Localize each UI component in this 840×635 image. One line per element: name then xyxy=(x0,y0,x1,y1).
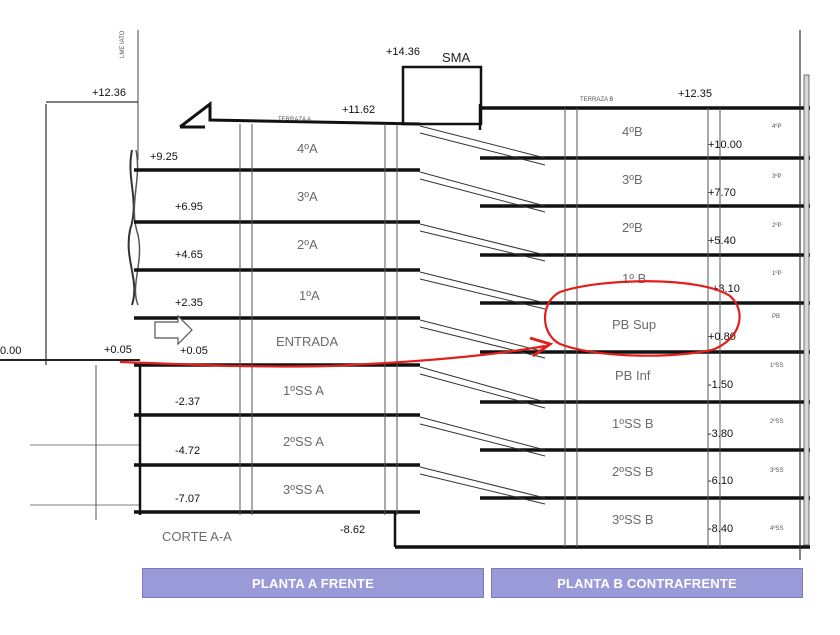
room-pb-inf: PB Inf xyxy=(615,368,651,383)
level-a-2ss: -4.72 xyxy=(175,445,200,457)
top-left-level: +12.36 xyxy=(92,87,126,99)
section-title: CORTE A-A xyxy=(162,529,232,544)
floor-tag-1ss: 1ºSS xyxy=(770,362,784,369)
level-a-1: +2.35 xyxy=(175,297,203,309)
level-a-3ss: -7.07 xyxy=(175,493,200,505)
room-2a: 2ºA xyxy=(297,237,318,252)
block-b-slabs xyxy=(395,106,810,549)
level-b-4: +10.00 xyxy=(708,139,742,151)
vertical-line-label: LME IATO xyxy=(120,30,126,58)
floor-tag-2ss: 2ºSS xyxy=(770,418,784,425)
level-b-1: +3.10 xyxy=(712,283,740,295)
floor-tag-3ss: 3ºSS xyxy=(770,467,784,474)
street-left-level: 0.00 xyxy=(0,345,21,357)
red-arrow-head xyxy=(529,336,554,358)
level-b-2: +5.40 xyxy=(708,235,736,247)
legend-planta-a-frente: PLANTA A FRENTE xyxy=(142,568,484,598)
room-4b: 4ºB xyxy=(622,124,643,139)
red-arrow-line xyxy=(119,344,546,368)
sma-tower xyxy=(401,65,483,126)
level-a-2: +4.65 xyxy=(175,249,203,261)
block-b-levels: +10.00 +7.70 +5.40 +3.10 +0.80 -1.50 -3.… xyxy=(708,139,742,535)
room-3ss-a: 3ºSS A xyxy=(283,482,324,497)
level-a-4: +9.25 xyxy=(150,151,178,163)
entry-arrow-icon xyxy=(154,314,193,346)
level-b-2ss: -6.10 xyxy=(708,475,733,487)
block-a-columns xyxy=(239,124,398,515)
room-entrada: ENTRADA xyxy=(276,334,338,349)
street-entry-level: +0.05 xyxy=(104,344,132,356)
sma-level: +14.36 xyxy=(386,46,420,58)
room-1ss-a: 1ºSS A xyxy=(283,383,324,398)
floor-tag-4p: 4ºP xyxy=(772,123,782,130)
sma-label: SMA xyxy=(442,50,471,65)
facade-vegetation xyxy=(127,149,141,306)
room-1a: 1ºA xyxy=(299,288,320,303)
red-highlight-ellipse xyxy=(544,280,741,357)
floor-tag-2p: 2ºP xyxy=(772,222,782,229)
room-4a: 4ºA xyxy=(297,141,318,156)
level-b-3: +7.70 xyxy=(708,187,736,199)
right-facade-wall xyxy=(803,74,810,546)
floor-tag-4ss: 4ºSS xyxy=(770,525,784,532)
level-b-1ss: -3.80 xyxy=(708,428,733,440)
terraza-b-level: +12.35 xyxy=(678,88,712,100)
floor-tag-pb: PB xyxy=(772,314,780,320)
block-b-room-labels: 4ºB 3ºB 2ºB 1º B PB Sup PB Inf 1ºSS B 2º… xyxy=(612,124,656,527)
room-3b: 3ºB xyxy=(622,172,643,187)
floor-tag-1p: 1ºP xyxy=(772,270,782,277)
level-a-3: +6.95 xyxy=(175,201,203,213)
bottom-level: -8.62 xyxy=(340,524,365,536)
red-annotation xyxy=(119,280,741,368)
room-3ss-b: 3ºSS B xyxy=(612,512,654,527)
room-2ss-b: 2ºSS B xyxy=(612,464,654,479)
terraza-a-level: +11.62 xyxy=(342,104,375,116)
room-1ss-b: 1ºSS B xyxy=(612,416,654,431)
room-2ss-a: 2ºSS A xyxy=(283,434,324,449)
room-pb-sup: PB Sup xyxy=(612,317,656,332)
terraza-a-roof xyxy=(179,100,421,129)
level-b-pb-inf: -1.50 xyxy=(708,379,733,391)
terraza-a-label: TERRAZA A xyxy=(278,117,311,123)
floor-tag-3p: 3ºP xyxy=(772,173,782,180)
level-a-1ss: -2.37 xyxy=(175,396,200,408)
ramps xyxy=(419,125,546,505)
block-b-floor-tags: 4ºP 3ºP 2ºP 1ºP PB 1ºSS 2ºSS 3ºSS 4ºSS xyxy=(770,123,784,532)
block-a-room-labels: 4ºA 3ºA 2ºA 1ºA ENTRADA 1ºSS A 2ºSS A 3º… xyxy=(276,141,338,497)
room-2b: 2ºB xyxy=(622,220,643,235)
level-b-3ss: -8.40 xyxy=(708,523,733,535)
room-1b: 1º B xyxy=(622,271,646,286)
legend-planta-b-contrafrente: PLANTA B CONTRAFRENTE xyxy=(491,568,803,598)
block-b-columns xyxy=(564,108,721,547)
terraza-b-label: TERRAZA B xyxy=(580,97,613,103)
level-a-entry: +0.05 xyxy=(180,345,208,357)
room-3a: 3ºA xyxy=(297,189,318,204)
block-a-levels: +9.25 +6.95 +4.65 +2.35 +0.05 -2.37 -4.7… xyxy=(150,151,208,505)
